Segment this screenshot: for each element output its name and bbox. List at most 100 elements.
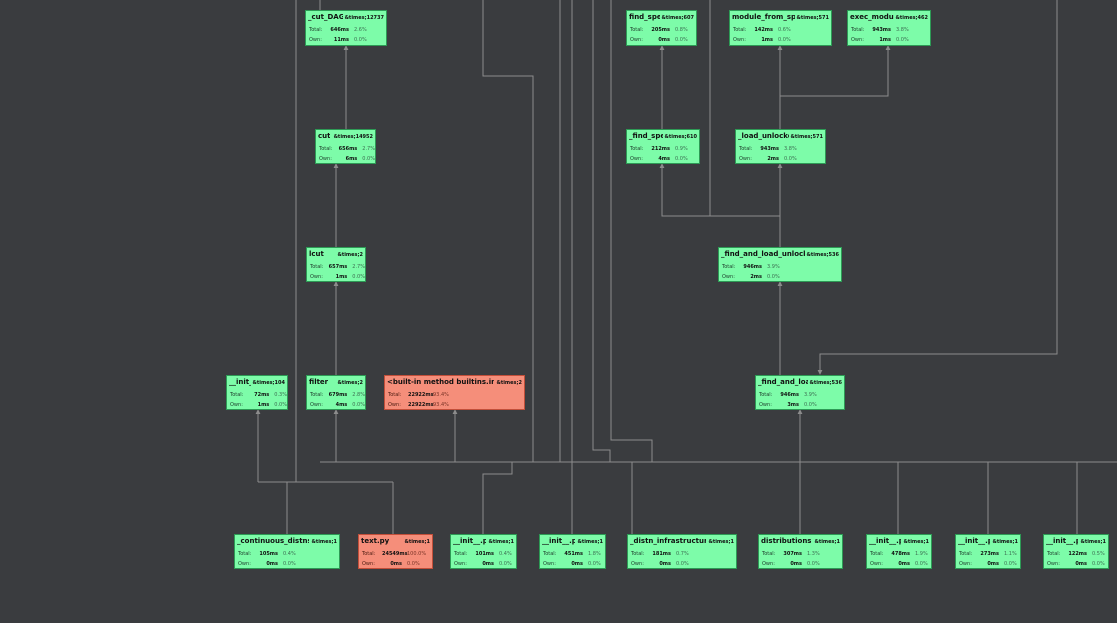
function-name: _find_and_loac xyxy=(758,378,808,386)
function-name: __init__.py xyxy=(1046,537,1078,545)
own-label: Own: xyxy=(543,561,556,567)
own-percent: 0.0% xyxy=(767,274,780,280)
total-label: Total: xyxy=(722,264,736,270)
total-percent: 0.4% xyxy=(283,551,296,557)
function-name: __init__.py xyxy=(869,537,901,545)
node-header: _find_and_load_unlocke&times;536 xyxy=(719,248,841,262)
edge-v-611 xyxy=(610,0,653,462)
total-percent: 1.3% xyxy=(807,551,820,557)
total-label: Total: xyxy=(230,392,244,398)
node-header: __init__.py&times;1 xyxy=(867,535,931,549)
call-count: &times;536 xyxy=(806,252,839,258)
call-node-init-py-1[interactable]: __init__.py&times;1Total:101ms0.4%Own:0m… xyxy=(450,534,517,569)
total-time: 946ms xyxy=(743,264,762,270)
own-time: 1ms xyxy=(335,274,348,280)
total-label: Total: xyxy=(310,392,324,398)
call-node-init-py-4[interactable]: __init__.py&times;1Total:273ms1.1%Own:0m… xyxy=(955,534,1021,569)
function-name: text.py xyxy=(361,537,390,545)
call-node-continuous[interactable]: _continuous_distns.p&times;1Total:105ms0… xyxy=(234,534,340,569)
own-percent: 0.0% xyxy=(1004,561,1017,567)
call-node-exec-module[interactable]: exec_module&times;462Total:943ms3.8%Own:… xyxy=(847,10,931,46)
node-header: distributions.p&times;1 xyxy=(759,535,842,549)
own-percent: 93.4% xyxy=(433,402,449,408)
own-time: 0ms xyxy=(1075,561,1087,567)
call-node-load-unlocked[interactable]: _load_unlocked&times;571Total:943ms3.8%O… xyxy=(735,129,826,164)
call-node-distn-infra[interactable]: _distn_infrastructure.p&times;1Total:181… xyxy=(627,534,737,569)
function-name: _find_spec xyxy=(629,132,663,140)
call-node-init-py-5[interactable]: __init__.py&times;1Total:122ms0.5%Own:0m… xyxy=(1043,534,1109,569)
call-count: &times;1 xyxy=(814,539,840,545)
total-label: Total: xyxy=(319,146,333,152)
call-count: &times;1 xyxy=(1080,539,1106,545)
own-label: Own: xyxy=(630,156,643,162)
total-time: 105ms xyxy=(259,551,278,557)
node-header: cut&times;14952 xyxy=(316,130,375,144)
own-percent: 0.0% xyxy=(784,156,797,162)
total-time: 122ms xyxy=(1068,551,1087,557)
node-header: __init__.py&times;1 xyxy=(540,535,605,549)
node-header: __init__.py&times;1 xyxy=(451,535,516,549)
own-label: Own: xyxy=(454,561,467,567)
own-percent: 0.0% xyxy=(675,156,688,162)
call-node-init-a[interactable]: __init__&times;104Total:72ms0.3%Own:1ms0… xyxy=(226,375,288,410)
total-time: 943ms xyxy=(872,27,891,33)
node-header: <built-in method builtins.inpu&times;2 xyxy=(385,376,524,390)
total-label: Total: xyxy=(959,551,973,557)
call-node-init-py-2[interactable]: __init__.py&times;1Total:451ms1.8%Own:0m… xyxy=(539,534,606,569)
own-time: 2ms xyxy=(767,156,779,162)
edge-fal-unlocked-to-find-spec xyxy=(659,163,781,248)
total-time: 212ms xyxy=(651,146,670,152)
total-label: Total: xyxy=(454,551,468,557)
own-percent: 0.0% xyxy=(675,37,688,43)
call-node-find-and-load[interactable]: _find_and_loac&times;536Total:946ms3.9%O… xyxy=(755,375,845,410)
call-node-find-spec-top[interactable]: find_spec&times;607Total:205ms0.8%Own:0m… xyxy=(626,10,697,46)
own-time: 0ms xyxy=(390,561,402,567)
total-label: Total: xyxy=(759,392,773,398)
function-name: _distn_infrastructure.p xyxy=(630,537,707,545)
function-name: filter xyxy=(309,378,329,386)
own-percent: 0.0% xyxy=(1092,561,1105,567)
call-node-find-spec-mid[interactable]: _find_spec&times;610Total:212ms0.9%Own:4… xyxy=(626,129,700,164)
total-percent: 0.9% xyxy=(675,146,688,152)
node-header: _load_unlocked&times;571 xyxy=(736,130,825,144)
own-percent: 0.0% xyxy=(588,561,601,567)
own-percent: 0.0% xyxy=(778,37,791,43)
total-percent: 0.5% xyxy=(1092,551,1105,557)
own-label: Own: xyxy=(631,561,644,567)
call-node-distributions[interactable]: distributions.p&times;1Total:307ms1.3%Ow… xyxy=(758,534,843,569)
own-percent: 0.0% xyxy=(676,561,689,567)
own-percent: 0.0% xyxy=(352,402,365,408)
total-percent: 0.4% xyxy=(499,551,512,557)
call-count: &times;12737 xyxy=(344,15,384,21)
call-count: &times;2 xyxy=(496,380,522,386)
call-node-init-py-3[interactable]: __init__.py&times;1Total:478ms1.9%Own:0m… xyxy=(866,534,932,569)
call-count: &times;1 xyxy=(488,539,514,545)
total-percent: 2.6% xyxy=(354,27,367,33)
total-time: 451ms xyxy=(564,551,583,557)
